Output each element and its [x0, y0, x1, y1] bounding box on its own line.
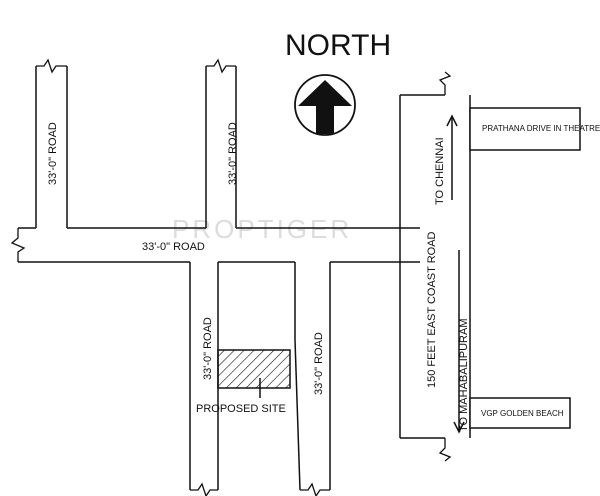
- arrow-up-icon: [446, 114, 458, 200]
- horizontal-road-label: 33'-0" ROAD: [142, 241, 205, 253]
- vgp-label: VGP GOLDEN BEACH: [481, 409, 564, 418]
- coast-road-label: 150 FEET EAST COAST ROAD: [426, 231, 438, 388]
- top-mid-road-label: 33'-0" ROAD: [227, 122, 239, 185]
- arrow-down-icon: [453, 250, 465, 434]
- break-marks: [10, 58, 452, 496]
- prathana-box: [469, 107, 581, 151]
- top-left-road-label: 33'-0" ROAD: [47, 122, 59, 185]
- lower-right-road-label: 33'-0" ROAD: [313, 332, 325, 395]
- lower-left-road-label: 33'-0" ROAD: [202, 317, 214, 380]
- north-arrow-icon: [294, 74, 356, 136]
- prathana-label: PRATHANA DRIVE IN THEATRE: [482, 124, 600, 133]
- proposed-site-plot: [217, 349, 291, 389]
- road-lines: [18, 66, 471, 491]
- to-mahabalipuram-label: TO MAHABALIPURAM: [458, 319, 470, 433]
- to-chennai-label: TO CHENNAI: [434, 137, 446, 205]
- watermark: PROPTIGER: [172, 214, 352, 244]
- vgp-box: [469, 397, 571, 429]
- proposed-site-label: PROPOSED SITE: [196, 403, 286, 415]
- north-label: NORTH: [285, 29, 391, 62]
